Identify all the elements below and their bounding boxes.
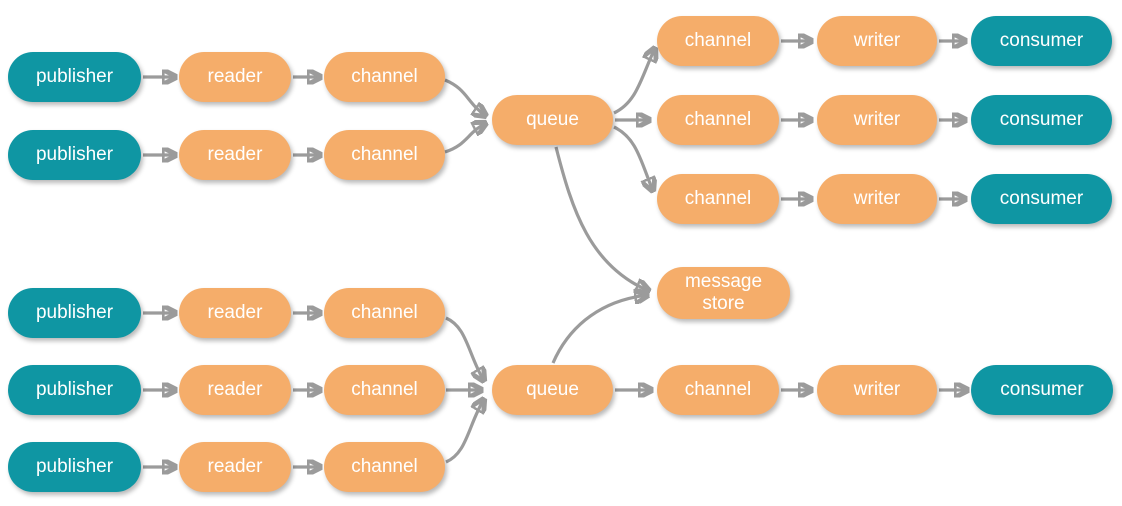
- edge-b-chan-3-to-b-queue: [445, 399, 484, 464]
- node-consumer: consumer: [971, 16, 1112, 66]
- node-channel: channel: [324, 52, 445, 102]
- node-consumer: consumer: [971, 365, 1113, 415]
- node-publisher: publisher: [8, 288, 141, 338]
- node-consumer: consumer: [971, 174, 1112, 224]
- node-publisher: publisher: [8, 130, 141, 180]
- node-message-store: message store: [657, 267, 790, 319]
- node-reader: reader: [179, 52, 291, 102]
- node-consumer: consumer: [971, 95, 1112, 145]
- edge-t-queue-to-t-out-chan-1: [613, 48, 655, 115]
- node-queue: queue: [492, 95, 613, 145]
- node-reader: reader: [179, 288, 291, 338]
- node-channel: channel: [657, 16, 779, 66]
- node-channel: channel: [657, 174, 779, 224]
- edge-t-queue-to-msg-store: [554, 146, 649, 291]
- node-reader: reader: [179, 365, 291, 415]
- node-writer: writer: [817, 16, 937, 66]
- node-channel: channel: [324, 288, 445, 338]
- node-writer: writer: [817, 95, 937, 145]
- node-channel: channel: [324, 365, 445, 415]
- node-reader: reader: [179, 130, 291, 180]
- node-writer: writer: [817, 174, 937, 224]
- node-publisher: publisher: [8, 365, 141, 415]
- node-queue: queue: [492, 365, 613, 415]
- node-channel: channel: [657, 95, 779, 145]
- edge-b-queue-to-msg-store: [551, 295, 648, 364]
- node-writer: writer: [817, 365, 937, 415]
- node-channel: channel: [324, 442, 445, 492]
- node-publisher: publisher: [8, 52, 141, 102]
- node-reader: reader: [179, 442, 291, 492]
- edge-t-chan-1-to-t-queue: [444, 78, 486, 116]
- edge-b-chan-1-to-b-queue: [445, 316, 484, 381]
- edge-t-chan-2-to-t-queue: [444, 123, 486, 154]
- edge-t-queue-to-t-out-chan-3: [613, 125, 653, 191]
- node-channel: channel: [324, 130, 445, 180]
- node-publisher: publisher: [8, 442, 141, 492]
- node-channel: channel: [657, 365, 779, 415]
